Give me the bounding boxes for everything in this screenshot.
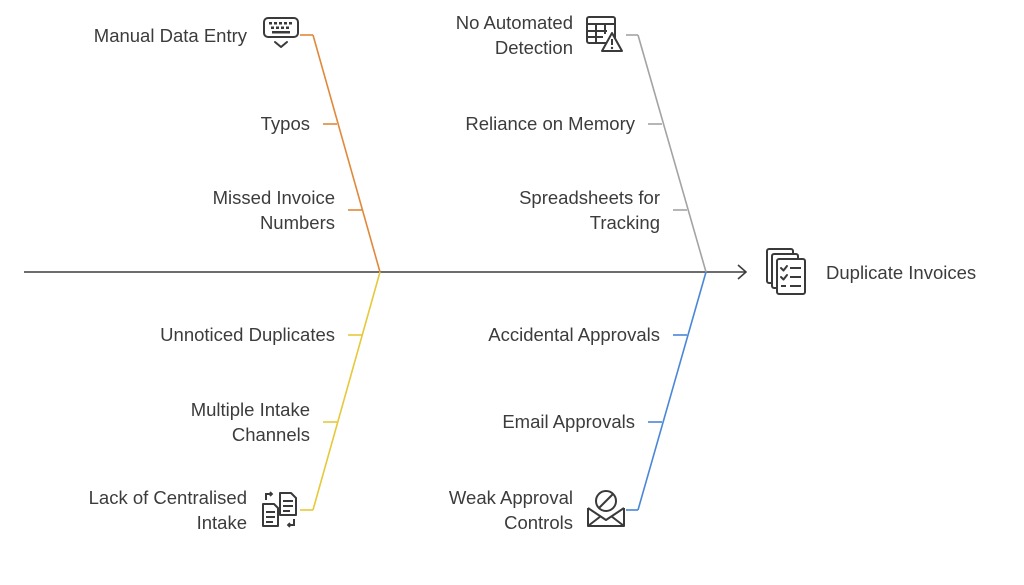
category-manual-data-entry: Manual Data Entry <box>93 25 247 46</box>
cause-missed-invoice-line2: Numbers <box>259 212 335 233</box>
table-warning-icon <box>586 16 623 52</box>
cause-multiple-intake-channels: Multiple Intake Channels <box>191 397 310 447</box>
cause-missed-invoice-line1: Missed Invoice <box>212 187 335 208</box>
category-no-automated-detection: No Automated Detection <box>456 10 573 60</box>
cause-multiple-intake-line2: Channels <box>231 424 310 445</box>
category-lack-of-centralised-intake: Lack of Centralised Intake <box>89 485 247 535</box>
cause-reliance-on-memory: Reliance on Memory <box>465 113 635 134</box>
category-weak-approval-controls: Weak Approval Controls <box>449 485 573 535</box>
cause-missed-invoice-numbers: Missed Invoice Numbers <box>213 185 335 235</box>
bone-manual-data-entry <box>312 34 381 273</box>
cause-spreadsheets-for-tracking: Spreadsheets for Tracking <box>519 185 660 235</box>
document-transfer-icon <box>262 491 297 528</box>
keyboard-icon <box>263 17 299 48</box>
cause-accidental-approvals: Accidental Approvals <box>488 324 660 345</box>
category-no-automated-detection-line2: Detection <box>494 37 573 58</box>
category-lack-of-centralised-intake-line2: Intake <box>196 512 247 533</box>
bone-weak-approval-controls <box>637 271 707 511</box>
category-weak-approval-controls-line1: Weak Approval <box>448 487 573 508</box>
cause-unnoticed-duplicates: Unnoticed Duplicates <box>160 324 335 345</box>
cause-email-approvals: Email Approvals <box>502 411 635 432</box>
cause-spreadsheets-line2: Tracking <box>589 212 660 233</box>
effect-label: Duplicate Invoices <box>826 262 977 283</box>
category-no-automated-detection-line1: No Automated <box>455 12 573 33</box>
envelope-blocked-icon <box>587 490 625 527</box>
cause-multiple-intake-line1: Multiple Intake <box>190 399 310 420</box>
category-lack-of-centralised-intake-line1: Lack of Centralised <box>88 487 247 508</box>
bone-no-automated-detection <box>637 34 707 273</box>
spine-arrowhead <box>737 264 748 280</box>
category-weak-approval-controls-line2: Controls <box>504 512 573 533</box>
cause-spreadsheets-line1: Spreadsheets for <box>519 187 660 208</box>
cause-typos: Typos <box>260 113 310 134</box>
clipboard-checklist-icon <box>766 248 806 295</box>
bone-lack-of-centralised-intake <box>312 271 381 511</box>
